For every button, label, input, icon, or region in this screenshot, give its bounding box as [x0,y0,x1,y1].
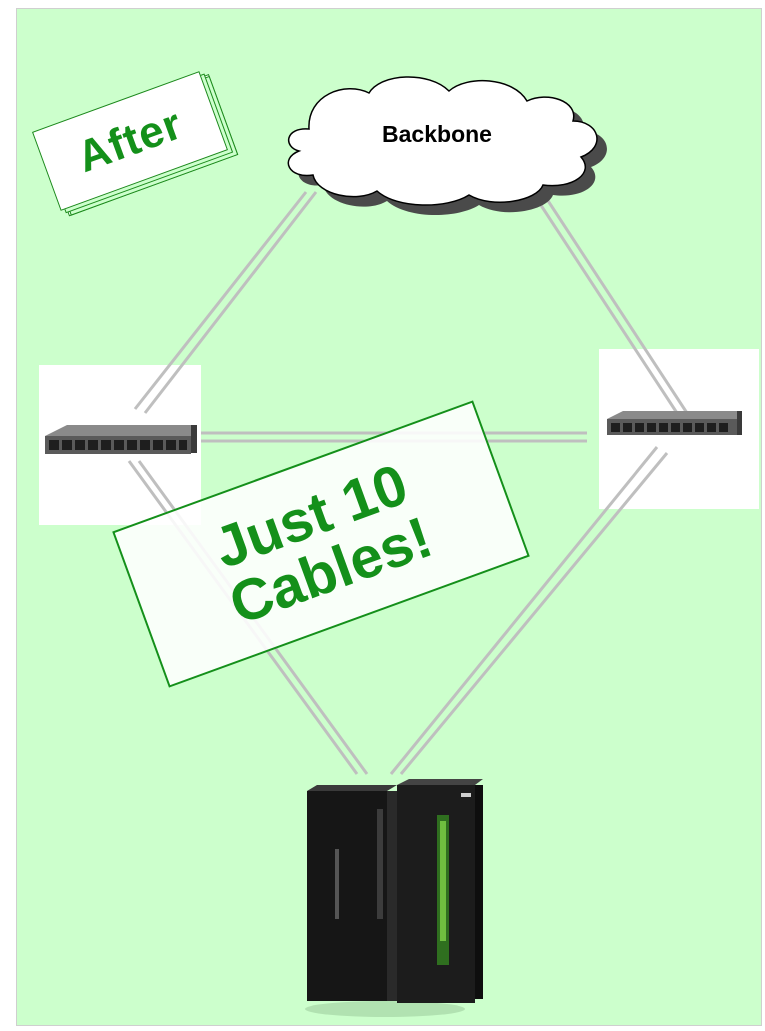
cable-backbone-left-b [145,192,316,413]
left-switch-icon [45,425,197,454]
right-switch-icon [607,411,742,435]
diagram-canvas: Backbone After Just 10 Cables! [16,8,762,1026]
cable-backbone-left-a [135,192,306,409]
backbone-label: Backbone [347,121,527,148]
mainframe-icon [305,779,483,1017]
